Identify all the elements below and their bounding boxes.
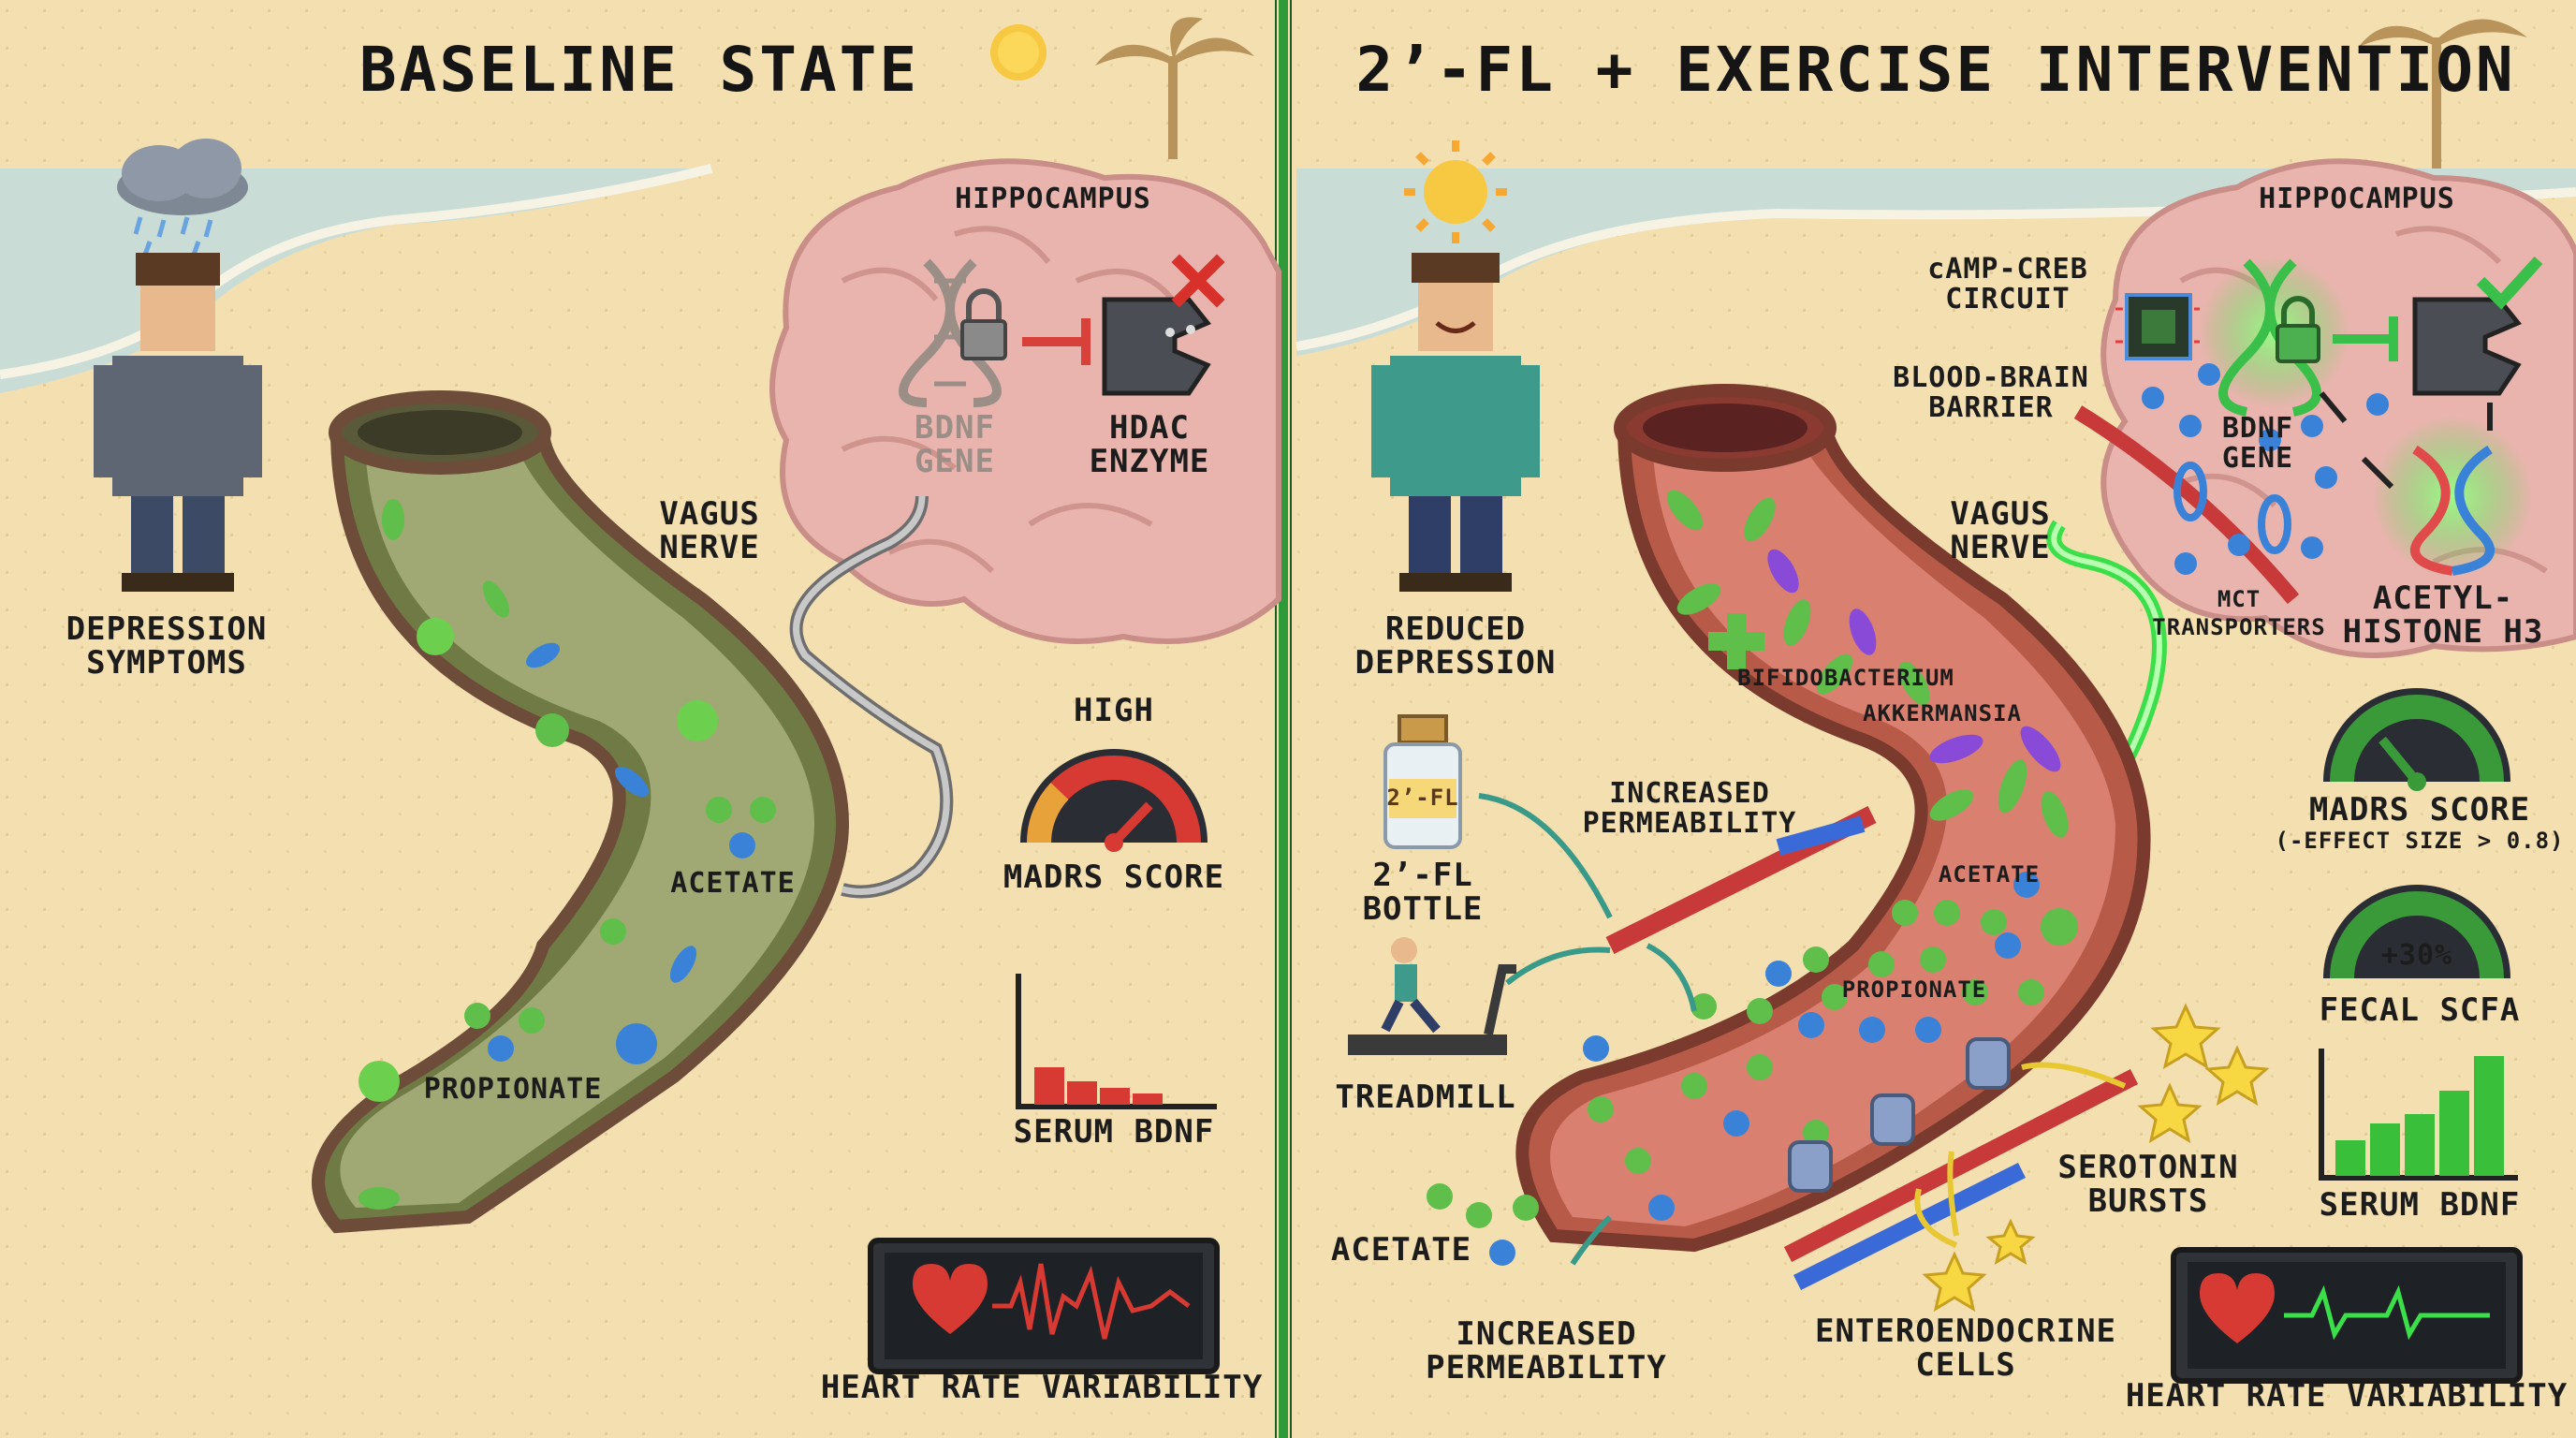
bbb-vessel [2073, 405, 2300, 605]
arrows [1478, 793, 1697, 1266]
mct-transporters-label: MCT TRANSPORTERS [2152, 586, 2326, 640]
enteroendocrine-cell-icon [1788, 1037, 2011, 1193]
treadmill-label: TREADMILL [1335, 1078, 1516, 1116]
serum-bdnf-label-right: SERUM BDNF [2319, 1186, 2521, 1224]
hrv-label-left: HEART RATE VARIABILITY [820, 1369, 1264, 1406]
camp-creb-label: cAMP-CREB CIRCUIT [1927, 253, 2088, 315]
sea-right [1296, 169, 2576, 356]
propionate-label-left: PROPIONATE [423, 1073, 603, 1106]
hippocampus-label-left: HIPPOCAMPUS [955, 183, 1151, 215]
hdac-enzyme-icon [1102, 297, 1212, 396]
mct-transporter-icon [2174, 462, 2291, 554]
increased-permeability-label-bottom: INCREASED PERMEABILITY [1426, 1315, 1667, 1387]
sea-left [0, 169, 711, 393]
bottle-label: 2’-FL BOTTLE [1362, 857, 1484, 928]
lock-icon [960, 288, 1007, 360]
check-mark-icon [2476, 256, 2543, 310]
palm-tree-icon [1095, 17, 2527, 169]
enteroendocrine-label: ENTEROENDOCRINE CELLS [1814, 1313, 2117, 1384]
heart-icon [913, 1264, 988, 1334]
hrv-label-right: HEART RATE VARIABILITY [2125, 1377, 2569, 1415]
vagus-nerve-label-right: VAGUS NERVE [1950, 495, 2051, 566]
heart-icon [2200, 1273, 2275, 1343]
sun-icon [1404, 140, 1507, 243]
lock-icon [2276, 296, 2320, 363]
happy-person [1371, 253, 1540, 592]
hrv-monitor-right [2171, 1247, 2523, 1384]
reduced-depression-label: REDUCED DEPRESSION [1354, 610, 1557, 682]
increased-permeability-label-top: INCREASED PERMEABILITY [1582, 777, 1797, 840]
propionate-label-right: PROPIONATE [1841, 976, 1987, 1003]
x-mark-icon [1171, 254, 1225, 308]
panel-divider [1279, 0, 1288, 1438]
depression-symptoms-label: DEPRESSION SYMPTOMS [66, 610, 268, 682]
right-panel-title: 2’-FL + EXERCISE INTERVENTION [1355, 34, 2516, 106]
bifidobacterium-label: BIFIDOBACTERIUM [1737, 665, 1954, 691]
chip-icon [2115, 293, 2200, 360]
sun-icon [990, 24, 1046, 81]
madrs-gauge-left [1020, 749, 1208, 852]
acetyl-histone-icon [2410, 445, 2495, 576]
acetyl-histone-label: ACETYL- HISTONE H3 [2342, 580, 2544, 651]
acetate-molecules-outside [1427, 1183, 1539, 1266]
serotonin-label: SEROTONIN BURSTS [2057, 1149, 2239, 1220]
hrv-monitor-left [868, 1238, 1220, 1374]
hippocampus-label-right: HIPPOCAMPUS [2259, 183, 2455, 215]
madrs-score-label-left: MADRS SCORE [1003, 858, 1225, 896]
madrs-level-label: HIGH [1074, 692, 1154, 729]
serum-bdnf-chart-right [2319, 1049, 2518, 1181]
left-microbes [359, 499, 776, 1210]
star-icon [1922, 1003, 2270, 1313]
rain-cloud-icon [117, 139, 248, 256]
vagus-nerve-label-left: VAGUS NERVE [659, 495, 760, 566]
madrs-score-label-right: MADRS SCORE [2308, 791, 2531, 829]
bbb-label: BLOOD-BRAIN BARRIER [1893, 361, 2089, 424]
bloodstream-vessels [1605, 806, 2139, 1291]
depressed-person [94, 139, 262, 592]
fecal-scfa-tag: +30% [2380, 939, 2453, 972]
fecal-scfa-label: FECAL SCFA [2319, 991, 2521, 1029]
bdnf-gene-label-left: BDNF GENE [915, 409, 995, 480]
hdac-enzyme-icon [2412, 297, 2523, 396]
madrs-gauge-right [2323, 688, 2510, 791]
mct-molecules [2142, 363, 2389, 575]
right-microbes [1583, 490, 2078, 1221]
left-panel-title: BASELINE STATE [359, 34, 920, 106]
serum-bdnf-chart-left [1016, 974, 1217, 1109]
hdac-enzyme-label: HDAC ENZYME [1089, 409, 1210, 480]
akkermansia-label: AKKERMANSIA [1863, 700, 2022, 726]
serum-bdnf-label-left: SERUM BDNF [1013, 1113, 1215, 1151]
treadmill-icon [1348, 937, 1516, 1055]
bottle-tag: 2’-FL [1386, 785, 1459, 811]
acetate-label-left: ACETATE [670, 867, 796, 900]
bottle-icon [1383, 714, 1462, 849]
fecal-scfa-gauge [2323, 885, 2510, 979]
effect-size-label: (-EFFECT SIZE > 0.8) [2275, 828, 2565, 854]
acetate-label-gut: ACETATE [1938, 861, 2041, 888]
acetate-label-outside: ACETATE [1330, 1231, 1472, 1269]
bdnf-gene-label-right: BDNF GENE [2221, 412, 2294, 475]
